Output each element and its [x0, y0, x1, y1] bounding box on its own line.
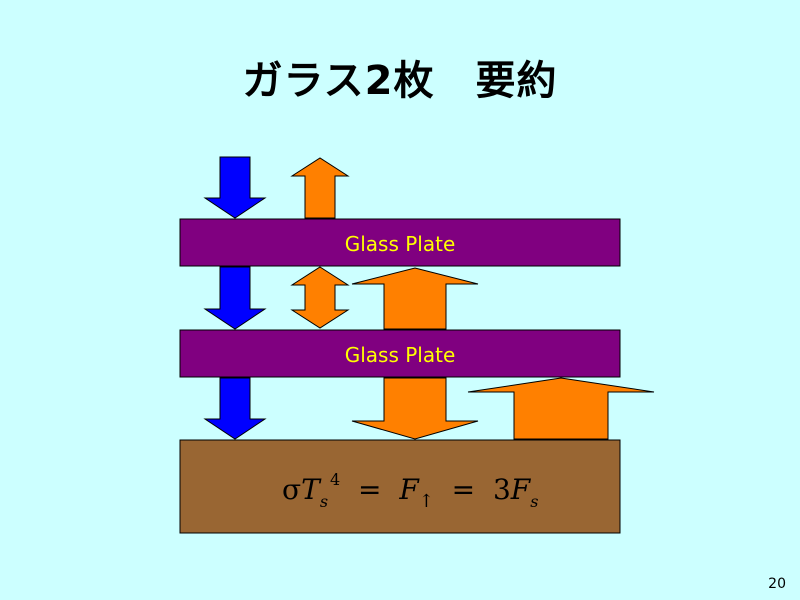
formula-T-sub: s: [319, 492, 329, 511]
formula-eq2: =: [451, 473, 476, 506]
glass-plate-label-bottom: Glass Plate: [344, 343, 456, 367]
formula-sigma: σ: [282, 473, 302, 506]
formula-coef: 3: [492, 473, 511, 506]
formula-F2-sub: s: [530, 492, 539, 511]
double-arrow-between-plates: [290, 266, 350, 329]
formula-T-sup: 4: [330, 470, 341, 489]
upward-arrow-ground: [467, 377, 655, 440]
formula-T: T: [301, 473, 320, 506]
glass-plate-top: [179, 218, 621, 267]
incoming-arrow-3: [203, 377, 267, 440]
downward-arrow-plate: [351, 377, 479, 440]
upward-arrow-space: [290, 157, 350, 219]
glass-plate-bottom: [179, 329, 621, 378]
glass-plate-label-top: Glass Plate: [344, 232, 456, 256]
formula-F1-sub: ↑: [418, 491, 434, 512]
formula-eq1: =: [358, 473, 382, 506]
slide-title: ガラス2枚 要約: [242, 58, 558, 104]
upward-arrow-plate: [351, 267, 479, 330]
formula-F1: F: [399, 473, 419, 506]
formula-F2: F: [510, 473, 531, 506]
page-number: 20: [768, 576, 786, 592]
incoming-arrow-2: [203, 266, 267, 330]
ground: [179, 439, 621, 534]
energy-balance-formula: σTs4 = F↑ = 3Fs: [282, 470, 538, 512]
incoming-arrow-1: [203, 156, 267, 219]
